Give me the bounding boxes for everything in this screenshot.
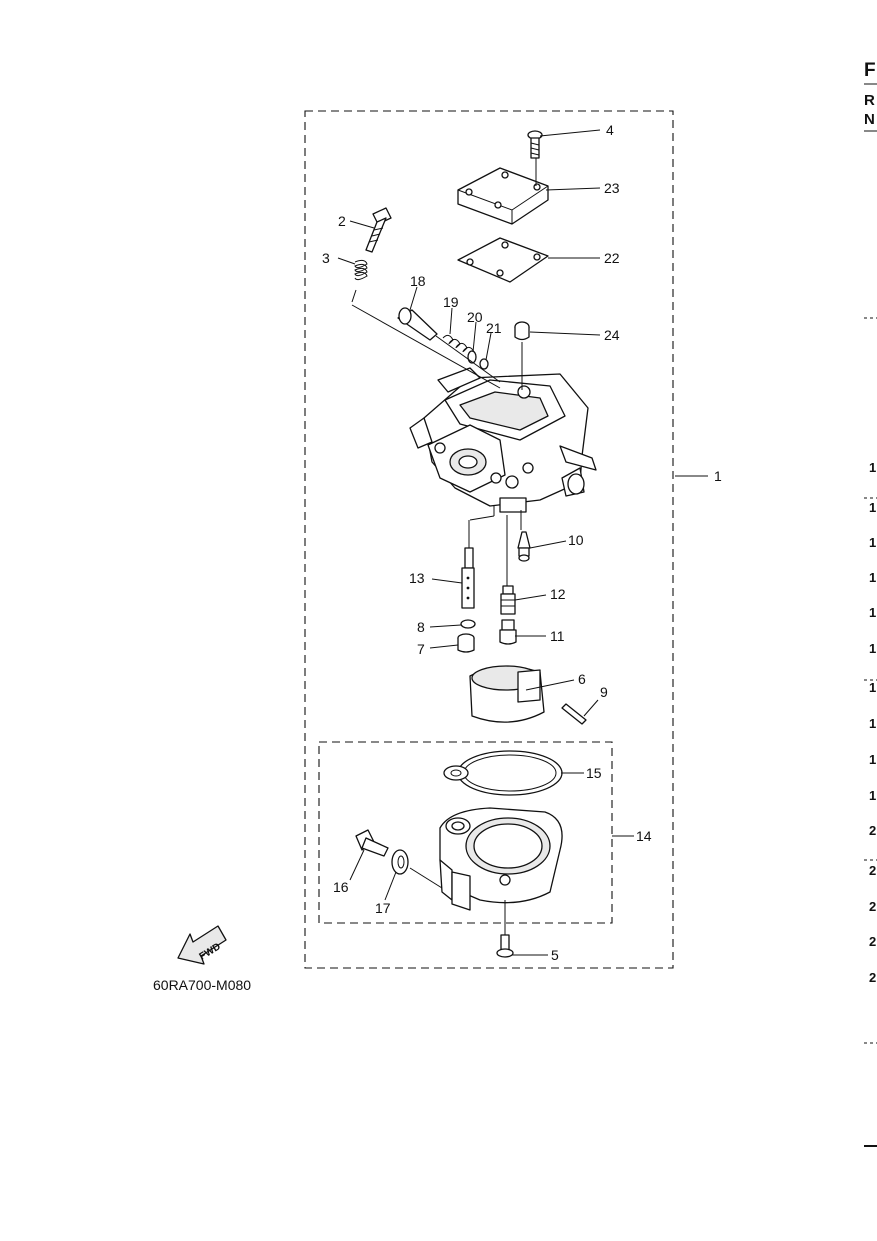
edge-row-4: 1 — [869, 570, 876, 585]
callout-24: 24 — [604, 327, 620, 343]
assembly-lines — [351, 158, 537, 935]
callout-16: 16 — [333, 879, 349, 895]
callout-21: 21 — [486, 320, 502, 336]
edge-row-8: 1 — [869, 716, 876, 731]
part-14-float-chamber — [439, 807, 563, 911]
edge-row-10: 1 — [869, 788, 876, 803]
part-3-spring — [354, 259, 368, 281]
part-6-float — [469, 665, 545, 723]
part-16-drain-screw — [355, 829, 389, 857]
subassembly-boundary — [318, 741, 613, 924]
callout-7: 7 — [417, 641, 425, 657]
callout-15: 15 — [586, 765, 602, 781]
callout-23: 23 — [604, 180, 620, 196]
callout-2: 2 — [338, 213, 346, 229]
part-4-screw — [527, 130, 543, 159]
edge-row-14: 2 — [869, 934, 876, 949]
edge-row-15: 2 — [869, 970, 876, 985]
part-20-washer — [467, 350, 477, 364]
callout-5: 5 — [551, 947, 559, 963]
drawing-code: 60RA700-M080 — [153, 977, 251, 993]
callout-22: 22 — [604, 250, 620, 266]
callout-1: 1 — [714, 468, 722, 484]
edge-row-12: 2 — [869, 863, 876, 878]
callout-10: 10 — [568, 532, 584, 548]
edge-row-3: 1 — [869, 535, 876, 550]
edge-header-1: F — [864, 60, 876, 81]
edge-row-1: 1 — [869, 460, 876, 475]
assembly-boundary — [304, 110, 674, 969]
edge-header-2: R — [864, 92, 875, 109]
edge-row-6: 1 — [869, 641, 876, 656]
part-10-needle — [517, 531, 531, 562]
fwd-arrow-icon: FWD — [177, 925, 227, 965]
callout-12: 12 — [550, 586, 566, 602]
callout-4: 4 — [606, 122, 614, 138]
callout-18: 18 — [410, 273, 426, 289]
callout-20: 20 — [467, 309, 483, 325]
callout-9: 9 — [600, 684, 608, 700]
edge-row-7: 1 — [869, 680, 876, 695]
part-13-main-nozzle — [461, 547, 475, 609]
part-19-spring — [442, 334, 475, 353]
edge-header-3: N — [864, 111, 875, 128]
part-8-oring — [460, 619, 476, 629]
part-21-oring — [479, 358, 489, 370]
part-12-jet — [500, 585, 516, 615]
leader-lines — [337, 129, 708, 956]
edge-row-11: 2 — [869, 823, 876, 838]
part-11-plug — [499, 619, 517, 645]
part-1-carburetor-body — [409, 367, 597, 513]
edge-row-5: 1 — [869, 605, 876, 620]
part-5-screw — [496, 934, 514, 958]
part-24-cap — [514, 321, 530, 341]
callout-3: 3 — [322, 250, 330, 266]
part-18-shaft — [397, 307, 438, 341]
callout-14: 14 — [636, 828, 652, 844]
part-9-pin — [561, 703, 587, 725]
part-23-cover — [457, 167, 549, 225]
part-7-plug — [457, 633, 475, 653]
callout-19: 19 — [443, 294, 459, 310]
callout-labels: 4 23 22 24 2 3 18 19 20 21 1 10 13 12 8 … — [322, 122, 722, 963]
callout-17: 17 — [375, 900, 391, 916]
edge-table: F R N 1 1 1 1 1 1 1 1 1 1 2 2 2 2 2 — [864, 60, 877, 1147]
part-22-gasket — [457, 237, 549, 283]
part-2-screw — [365, 207, 392, 253]
part-17-washer — [391, 849, 409, 875]
callout-11: 11 — [550, 628, 565, 644]
edge-row-13: 2 — [869, 899, 876, 914]
edge-row-2: 1 — [869, 500, 876, 515]
callout-6: 6 — [578, 671, 586, 687]
part-15-gasket — [443, 750, 563, 796]
callout-8: 8 — [417, 619, 425, 635]
callout-13: 13 — [409, 570, 425, 586]
edge-row-9: 1 — [869, 752, 876, 767]
